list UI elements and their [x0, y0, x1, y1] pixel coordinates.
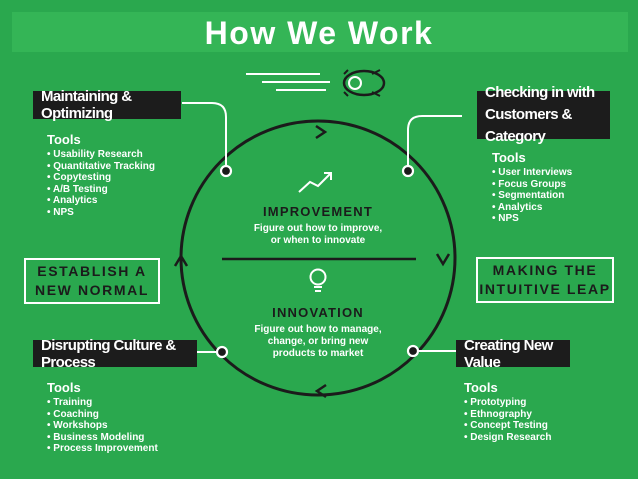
label-text-line2: Customers & Category — [485, 106, 572, 145]
list-item: Focus Groups — [492, 179, 572, 191]
list-item: Training — [47, 397, 158, 409]
arrow-top — [315, 124, 328, 140]
connector-dot — [401, 164, 415, 178]
label-maintaining-optimizing: Maintaining & Optimizing — [33, 88, 181, 122]
list-item: NPS — [492, 213, 572, 225]
spaceship-icon — [246, 69, 386, 97]
box-line1: MAKING THE — [492, 262, 598, 278]
list-item: Coaching — [47, 409, 158, 421]
innovation-desc-line1: Figure out how to manage, — [254, 324, 382, 335]
trend-up-icon — [298, 172, 332, 193]
improvement-desc-line1: Figure out how to improve, — [253, 223, 383, 234]
innovation-title: INNOVATION — [272, 305, 364, 320]
innovation-desc-line2: change, or bring new — [267, 336, 369, 347]
connector-dot — [219, 164, 233, 178]
label-text: Creating New Value — [464, 336, 553, 371]
tools-top-left: Tools Usability Research Quantitative Tr… — [47, 132, 155, 219]
intuitive-leap-box: MAKING THE INTUITIVE LEAP — [476, 257, 614, 303]
tools-heading: Tools — [464, 380, 498, 395]
establish-new-normal-box: ESTABLISH A NEW NORMAL — [24, 258, 160, 304]
tools-list: Prototyping Ethnography Concept Testing … — [464, 397, 551, 443]
list-item: Ethnography — [464, 409, 551, 421]
page-title: How We Work — [204, 15, 434, 51]
list-item: User Interviews — [492, 167, 572, 179]
connector-dot — [406, 344, 420, 358]
tools-heading: Tools — [47, 132, 81, 147]
improvement-desc-line2: or when to innovate — [270, 235, 366, 246]
list-item: Workshops — [47, 420, 158, 432]
label-text: Disrupting Culture & Process — [41, 336, 176, 371]
label-text-line1: Checking in with — [485, 84, 595, 101]
label-creating-new-value: Creating New Value — [456, 337, 570, 371]
tools-list: Usability Research Quantitative Tracking… — [47, 149, 155, 219]
tools-heading: Tools — [47, 380, 81, 395]
list-item: Design Research — [464, 432, 551, 444]
tools-list: Training Coaching Workshops Business Mod… — [47, 397, 158, 455]
list-item: Prototyping — [464, 397, 551, 409]
list-item: Analytics — [492, 202, 572, 214]
tools-bottom-right: Tools Prototyping Ethnography Concept Te… — [464, 380, 551, 443]
lightbulb-icon — [309, 268, 327, 292]
box-line2: INTUITIVE LEAP — [479, 281, 611, 297]
label-text: Maintaining & Optimizing — [41, 88, 132, 122]
label-disrupting-culture: Disrupting Culture & Process — [33, 337, 197, 371]
list-item: Quantitative Tracking — [47, 161, 155, 173]
arrow-right — [435, 253, 451, 267]
list-item: Concept Testing — [464, 420, 551, 432]
list-item: NPS — [47, 207, 155, 219]
tools-heading: Tools — [492, 150, 526, 165]
innovation-desc-line3: products to market — [272, 348, 364, 359]
tools-bottom-left: Tools Training Coaching Workshops Busine… — [47, 380, 158, 455]
list-item: Usability Research — [47, 149, 155, 161]
tools-top-right: Tools User Interviews Focus Groups Segme… — [492, 150, 572, 225]
label-checking-in: Checking in with Customers & Category — [477, 84, 610, 145]
arrow-bottom — [314, 383, 327, 399]
list-item: Copytesting — [47, 172, 155, 184]
connector-dot — [215, 345, 229, 359]
list-item: A/B Testing — [47, 184, 155, 196]
arrow-left — [173, 253, 189, 267]
connector-top-right — [407, 115, 462, 170]
tools-list: User Interviews Focus Groups Segmentatio… — [492, 167, 572, 225]
list-item: Business Modeling — [47, 432, 158, 444]
list-item: Analytics — [47, 195, 155, 207]
improvement-title: IMPROVEMENT — [263, 204, 373, 219]
connector-top-left — [182, 102, 227, 170]
title-bar — [12, 12, 628, 52]
box-line1: ESTABLISH A — [37, 263, 147, 279]
list-item: Process Improvement — [47, 443, 158, 455]
box-line2: NEW NORMAL — [35, 282, 149, 298]
list-item: Segmentation — [492, 190, 572, 202]
